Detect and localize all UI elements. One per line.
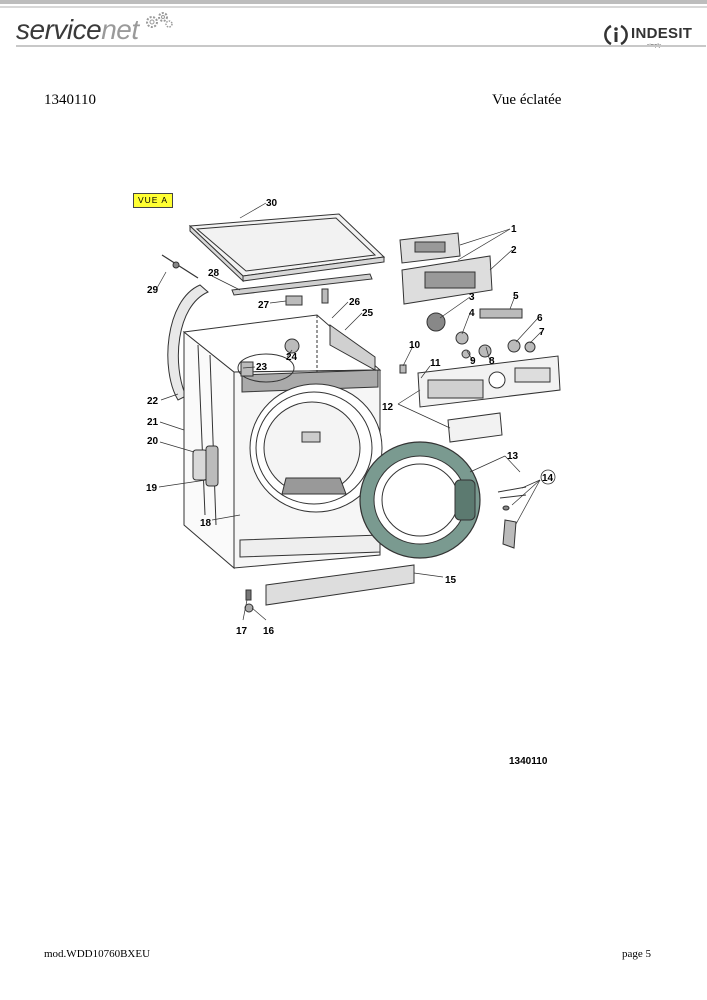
hinge-part	[192, 449, 208, 481]
part-label: 1	[511, 224, 517, 235]
drawing-reference: 1340110	[509, 756, 548, 767]
part-label: 10	[409, 340, 421, 351]
part-label: 4	[469, 308, 475, 319]
part-label: 12	[382, 402, 394, 413]
top-cover-part	[188, 213, 386, 283]
part-label: 29	[147, 285, 159, 296]
part-label: 27	[258, 300, 270, 311]
part-label: 16	[263, 626, 275, 637]
part-label: 30	[266, 198, 278, 209]
top-border	[0, 0, 707, 10]
brand-name: INDESIT	[631, 25, 693, 42]
part-label: 14	[542, 473, 554, 484]
drum-pulley-part	[237, 353, 295, 383]
part-label: 8	[489, 356, 495, 367]
plinth-part	[265, 564, 415, 606]
pcb-part	[399, 232, 493, 305]
door-handle-part	[502, 519, 517, 549]
part-label: 6	[537, 313, 543, 324]
small-bracket-part	[285, 295, 303, 306]
hose-part	[161, 254, 199, 279]
door-part	[359, 441, 481, 559]
top-strip-part	[231, 273, 373, 296]
part-label: 15	[445, 575, 457, 586]
part-label: 7	[539, 327, 545, 338]
part-label: 22	[147, 396, 159, 407]
gears-icon	[146, 12, 173, 28]
part-label: 26	[349, 297, 361, 308]
part-label: 11	[430, 358, 441, 369]
selector-part	[426, 312, 446, 332]
footer-model: mod.WDD10760BXEU	[44, 948, 151, 960]
part-label: 3	[469, 292, 475, 303]
part-label: 2	[511, 245, 517, 256]
part-label: 18	[200, 518, 212, 529]
indesit-i-icon	[604, 24, 628, 46]
document-number: 1340110	[44, 92, 96, 108]
part-label: 24	[286, 352, 298, 363]
header-divider	[16, 45, 706, 47]
document-title: Vue éclatée	[492, 92, 562, 108]
part-label: 13	[507, 451, 519, 462]
part-label: 28	[208, 268, 220, 279]
part-label: 21	[147, 417, 159, 428]
view-tag: VUE A	[133, 193, 173, 208]
part-label: 19	[146, 483, 158, 494]
servicenet-logo: servicenet	[16, 12, 173, 54]
part-label: 5	[513, 291, 519, 302]
part-label: 20	[147, 436, 159, 447]
foot-part	[245, 589, 252, 601]
control-panel-part	[417, 355, 561, 443]
part-label: 23	[256, 362, 268, 373]
part-label: 9	[470, 356, 476, 367]
part-label: 17	[236, 626, 248, 637]
part-label: 25	[362, 308, 374, 319]
footer-page-number: page 5	[622, 948, 652, 960]
buttons-strip-part	[479, 308, 523, 319]
